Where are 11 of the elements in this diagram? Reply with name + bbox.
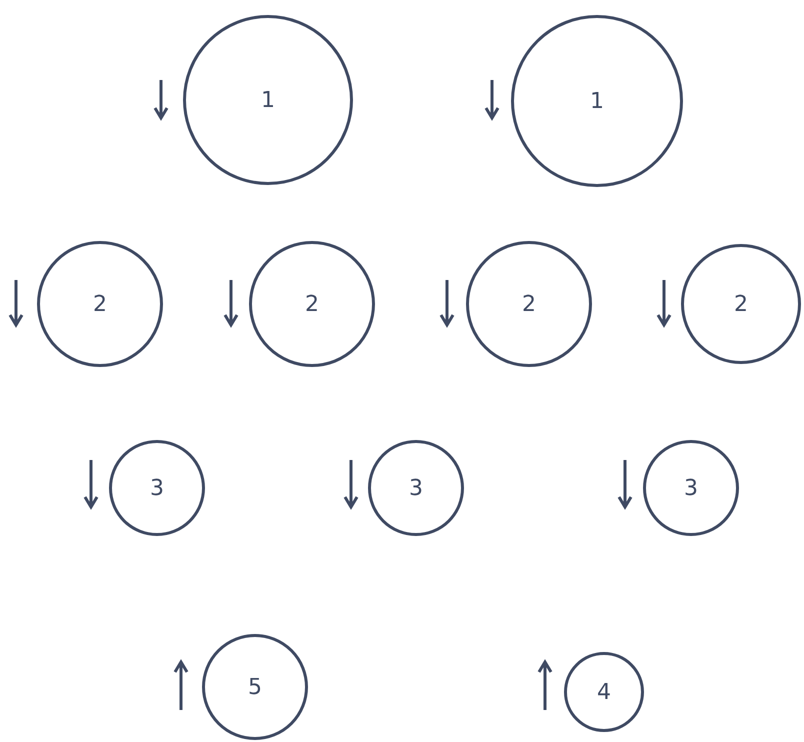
node-number: 3: [684, 476, 698, 500]
node-number: 2: [522, 292, 536, 316]
node-number: 2: [734, 292, 748, 316]
node-number: 2: [305, 292, 319, 316]
node-number: 5: [248, 674, 262, 700]
node-number: 2: [93, 292, 107, 316]
node-number: 1: [590, 88, 604, 114]
node-number: 3: [409, 476, 423, 500]
node-number: 1: [261, 88, 275, 112]
node-number: 4: [597, 680, 611, 704]
node-number: 3: [150, 476, 164, 500]
